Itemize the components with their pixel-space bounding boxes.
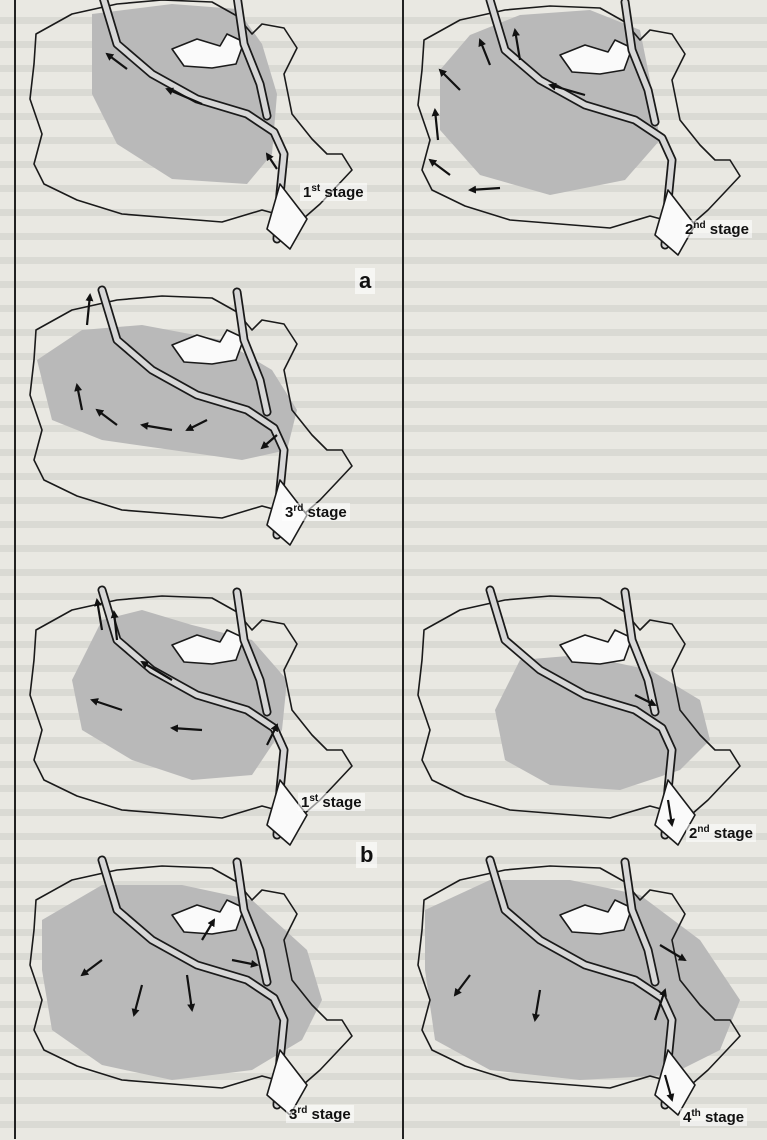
stage-label-a2: 2nd stage [682, 220, 752, 238]
map-b1 [22, 600, 392, 870]
center-frame-line [402, 0, 404, 1139]
group-label-a: a [355, 268, 375, 294]
panel-a-stage-3 [22, 300, 392, 570]
stage-label-a3: 3rd stage [282, 503, 350, 521]
flow-arrow [435, 110, 438, 140]
group-label-b: b [356, 842, 377, 868]
flow-arrow [87, 295, 90, 325]
map-b3 [22, 870, 392, 1140]
panel-a-stage-2 [410, 10, 767, 280]
flow-arrow [267, 154, 277, 169]
panel-b-stage-4 [410, 870, 767, 1140]
panel-b-stage-1 [22, 600, 392, 870]
stage-label-a1: 1st stage [300, 183, 367, 201]
map-a1 [22, 4, 392, 274]
map-b4 [410, 870, 767, 1140]
stage-label-b3: 3rd stage [286, 1105, 354, 1123]
stage-label-b2: 2nd stage [686, 824, 756, 842]
flow-arrow [430, 160, 450, 175]
map-a2 [410, 10, 767, 280]
panel-b-stage-3 [22, 870, 392, 1140]
stage-label-b1: 1st stage [298, 793, 365, 811]
stage-label-b4: 4th stage [680, 1108, 747, 1126]
flow-arrow [470, 188, 500, 190]
panel-a-stage-1 [22, 4, 392, 274]
map-a3 [22, 300, 392, 570]
left-frame-line [14, 0, 16, 1139]
